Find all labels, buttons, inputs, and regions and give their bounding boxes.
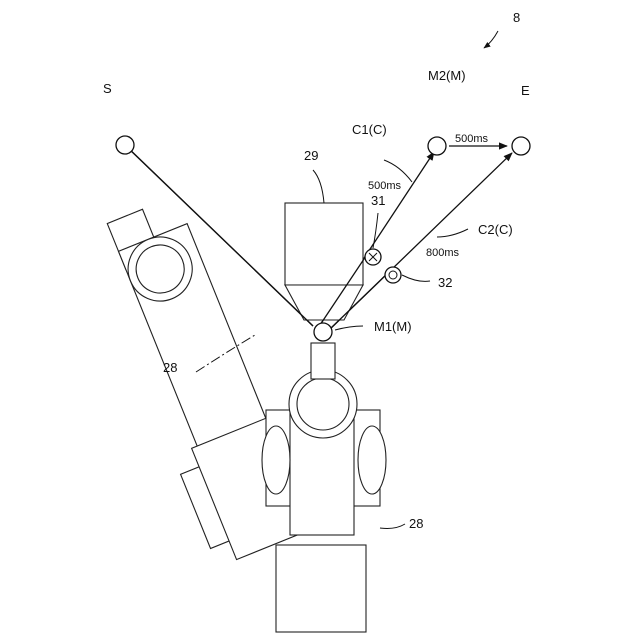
point-m2	[428, 137, 446, 155]
label-c2: C2(C)	[478, 222, 513, 237]
label-c2-time: 800ms	[426, 247, 460, 259]
label-m2-e-time: 500ms	[455, 133, 489, 145]
label-marker-31: 31	[371, 193, 385, 208]
robot-base	[276, 545, 366, 632]
point-e	[512, 137, 530, 155]
robot-wrist	[311, 343, 335, 379]
label-c1-time: 500ms	[368, 180, 402, 192]
label-end: E	[521, 83, 530, 98]
robot-main-position	[262, 203, 386, 632]
figure-ref-number: 8	[513, 10, 520, 25]
label-m1: M1(M)	[374, 319, 412, 334]
marker-31	[365, 249, 381, 265]
tool-nozzle	[285, 285, 363, 320]
label-marker-32: 32	[438, 275, 452, 290]
label-m2: M2(M)	[428, 68, 466, 83]
tool-body	[285, 203, 363, 285]
label-robot-ghost: 28	[163, 360, 177, 375]
point-m1	[314, 323, 332, 341]
label-tool: 29	[304, 148, 318, 163]
label-c1: C1(C)	[352, 122, 387, 137]
point-s	[116, 136, 134, 154]
label-robot-main: 28	[409, 516, 423, 531]
label-start: S	[103, 81, 112, 96]
marker-32	[385, 267, 401, 283]
